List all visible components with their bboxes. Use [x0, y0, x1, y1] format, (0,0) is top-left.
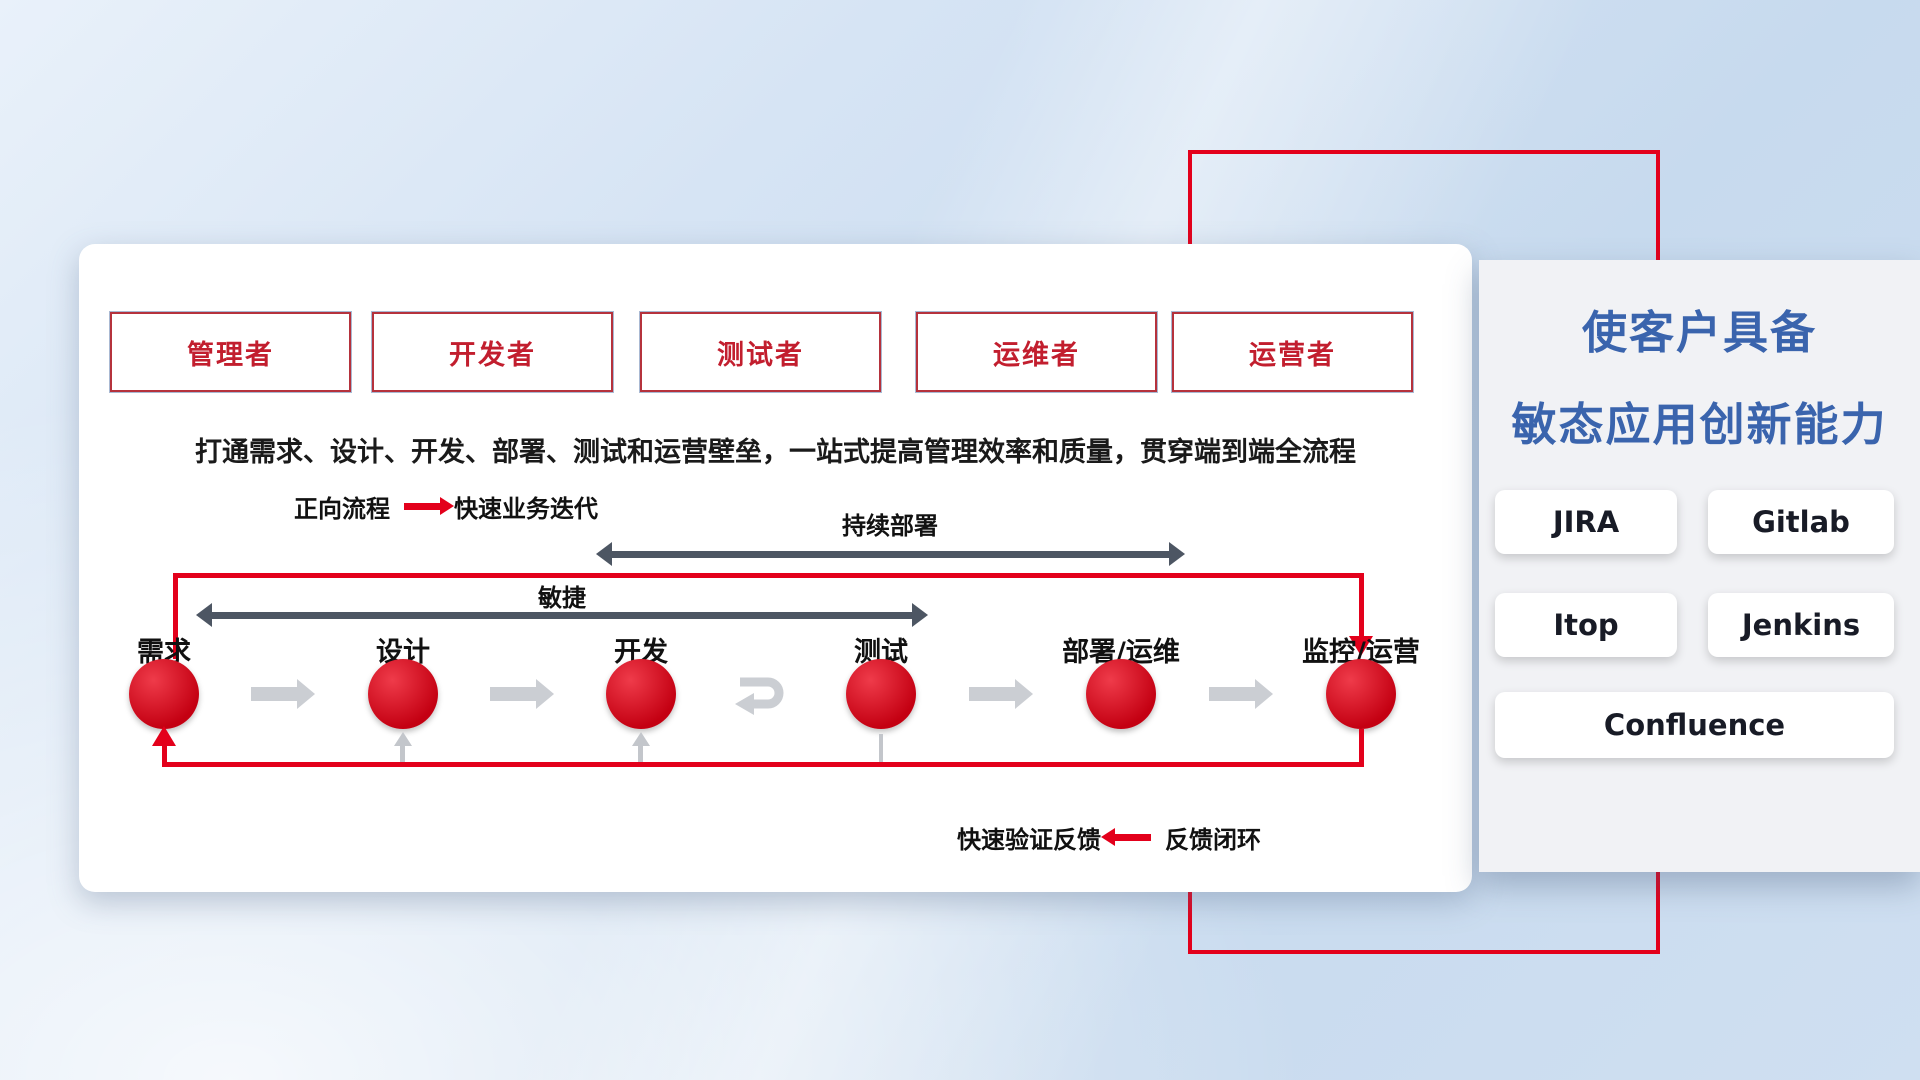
- role-box-operator: 运营者: [1172, 312, 1413, 392]
- tool-chip-confluence: Confluence: [1495, 692, 1894, 758]
- tool-chip-jenkins: Jenkins: [1708, 593, 1894, 657]
- flow-arrow-icon: [1209, 679, 1273, 709]
- feedback-loop-line: [162, 762, 1364, 767]
- role-box-tester: 测试者: [640, 312, 881, 392]
- feedback-value: 反馈闭环: [1165, 826, 1261, 854]
- continuous-deployment-arrow-icon: [596, 542, 1185, 566]
- flow-arrow-icon: [251, 679, 315, 709]
- feedback-up-arrow-icon: [632, 732, 650, 746]
- feedback-loop-right-line: [1359, 729, 1364, 762]
- legend-value: 快速业务迭代: [454, 495, 598, 523]
- agile-label: 敏捷: [538, 584, 586, 612]
- flow-description: 打通需求、设计、开发、部署、测试和运营壁垒，一站式提高管理效率和质量，贯穿端到端…: [195, 437, 1356, 468]
- workflow-card: 管理者 开发者 测试者 运维者 运营者 打通需求、设计、开发、部署、测试和运营壁…: [79, 244, 1472, 892]
- role-label: 运营者: [1249, 339, 1336, 371]
- stage-node-monitor-op: [1326, 659, 1396, 729]
- stage-node-deploy-ops: [1086, 659, 1156, 729]
- forward-loop-right-line: [1359, 573, 1364, 638]
- feedback-arrowhead-up-icon: [152, 726, 176, 746]
- feedback-label: 快速验证反馈: [957, 826, 1101, 854]
- tool-chip-gitlab: Gitlab: [1708, 490, 1894, 554]
- role-box-ops: 运维者: [916, 312, 1157, 392]
- panel-title-line2: 敏态应用创新能力: [1511, 398, 1888, 451]
- capability-panel: 使客户具备 敏态应用创新能力 JIRA Gitlab Itop Jenkins …: [1479, 260, 1920, 872]
- feedback-up-arrow-icon: [394, 732, 412, 746]
- stage-node-requirement: [129, 659, 199, 729]
- feedback-connector-line: [400, 744, 405, 762]
- legend-label: 正向流程: [294, 495, 390, 523]
- forward-flow-legend: 正向流程 快速业务迭代: [294, 489, 598, 524]
- continuous-deployment-label: 持续部署: [842, 512, 938, 540]
- tool-chip-jira: JIRA: [1495, 490, 1677, 554]
- role-label: 开发者: [449, 339, 536, 371]
- panel-title-line1: 使客户具备: [1581, 306, 1817, 359]
- feedback-connector-line: [638, 744, 643, 762]
- role-label: 管理者: [187, 339, 274, 371]
- forward-arrow-icon: [404, 497, 454, 515]
- role-box-manager: 管理者: [110, 312, 351, 392]
- forward-loop-left-line: [173, 573, 178, 659]
- role-label: 运维者: [993, 339, 1080, 371]
- stage-node-test: [846, 659, 916, 729]
- feedback-connector-line: [879, 734, 883, 762]
- stage-node-develop: [606, 659, 676, 729]
- feedback-loop-left-line: [162, 744, 167, 762]
- feedback-legend: 快速验证反馈 反馈闭环: [957, 820, 1261, 855]
- forward-arrowhead-down-icon: [1349, 636, 1373, 656]
- flow-arrow-icon: [490, 679, 554, 709]
- agile-arrow-icon: [196, 603, 928, 627]
- iteration-loop-icon: [735, 677, 784, 715]
- role-box-developer: 开发者: [372, 312, 613, 392]
- forward-loop-line: [173, 573, 1361, 578]
- feedback-arrow-icon: [1101, 828, 1151, 846]
- flow-arrow-icon: [969, 679, 1033, 709]
- tool-chip-itop: Itop: [1495, 593, 1677, 657]
- role-label: 测试者: [717, 339, 804, 371]
- stage-node-design: [368, 659, 438, 729]
